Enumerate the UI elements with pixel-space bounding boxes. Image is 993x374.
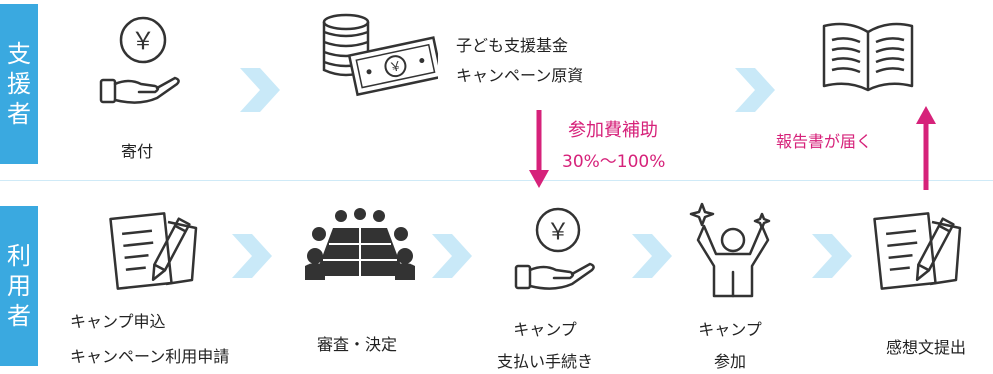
fund-label-line-2: キャンペーン原資 (456, 66, 584, 85)
supporter-char-2: 援 (7, 70, 31, 98)
payment-label-line-2: 支払い手続き (496, 352, 593, 371)
arrow-down-icon (529, 110, 549, 188)
document-pencil-icon (109, 212, 198, 290)
user-char-1: 利 (7, 242, 31, 270)
cheering-person-icon (689, 202, 771, 298)
arrow-up-icon (916, 106, 936, 190)
supporter-row-label: 支 援 者 (0, 4, 38, 164)
chevron-right-icon (232, 234, 272, 278)
meeting-table-icon (305, 208, 415, 280)
yen-hand-icon: ￥ (514, 207, 595, 290)
donation-label: 寄付 (120, 142, 153, 161)
apply-label-line-2: キャンペーン利用申請 (70, 347, 230, 366)
user-char-2: 用 (7, 272, 31, 300)
participate-label-line-1: キャンプ (698, 320, 762, 339)
coins-banknote-icon: ￥ (322, 13, 438, 97)
payment-label-line-1: キャンプ (513, 320, 577, 339)
chevron-right-icon (432, 234, 472, 278)
report-submit-label: 感想文提出 (886, 338, 967, 357)
chevron-right-icon (240, 68, 280, 112)
chevron-right-icon (812, 234, 852, 278)
apply-label-line-1: キャンプ申込 (70, 312, 166, 331)
svg-text:￥: ￥ (131, 27, 155, 55)
document-pencil-icon (873, 212, 962, 290)
yen-hand-icon: ￥ (99, 16, 180, 104)
open-book-icon (822, 22, 914, 92)
subsidy-range: 30%～100% (562, 152, 666, 172)
report-arrives-label: 報告書が届く (776, 132, 873, 151)
review-label: 審査・決定 (317, 335, 398, 354)
svg-text:￥: ￥ (388, 59, 404, 76)
supporter-char-1: 支 (7, 40, 31, 68)
fund-label-line-1: 子ども支援基金 (456, 36, 569, 55)
supporter-char-3: 者 (7, 100, 31, 128)
user-char-3: 者 (7, 302, 31, 330)
chevron-right-icon (735, 68, 775, 112)
svg-text:￥: ￥ (547, 219, 570, 245)
chevron-right-icon (632, 234, 672, 278)
row-divider (0, 180, 993, 181)
participate-label-line-2: 参加 (713, 352, 746, 371)
subsidy-title: 参加費補助 (568, 120, 658, 141)
user-row-label: 利 用 者 (0, 206, 38, 366)
